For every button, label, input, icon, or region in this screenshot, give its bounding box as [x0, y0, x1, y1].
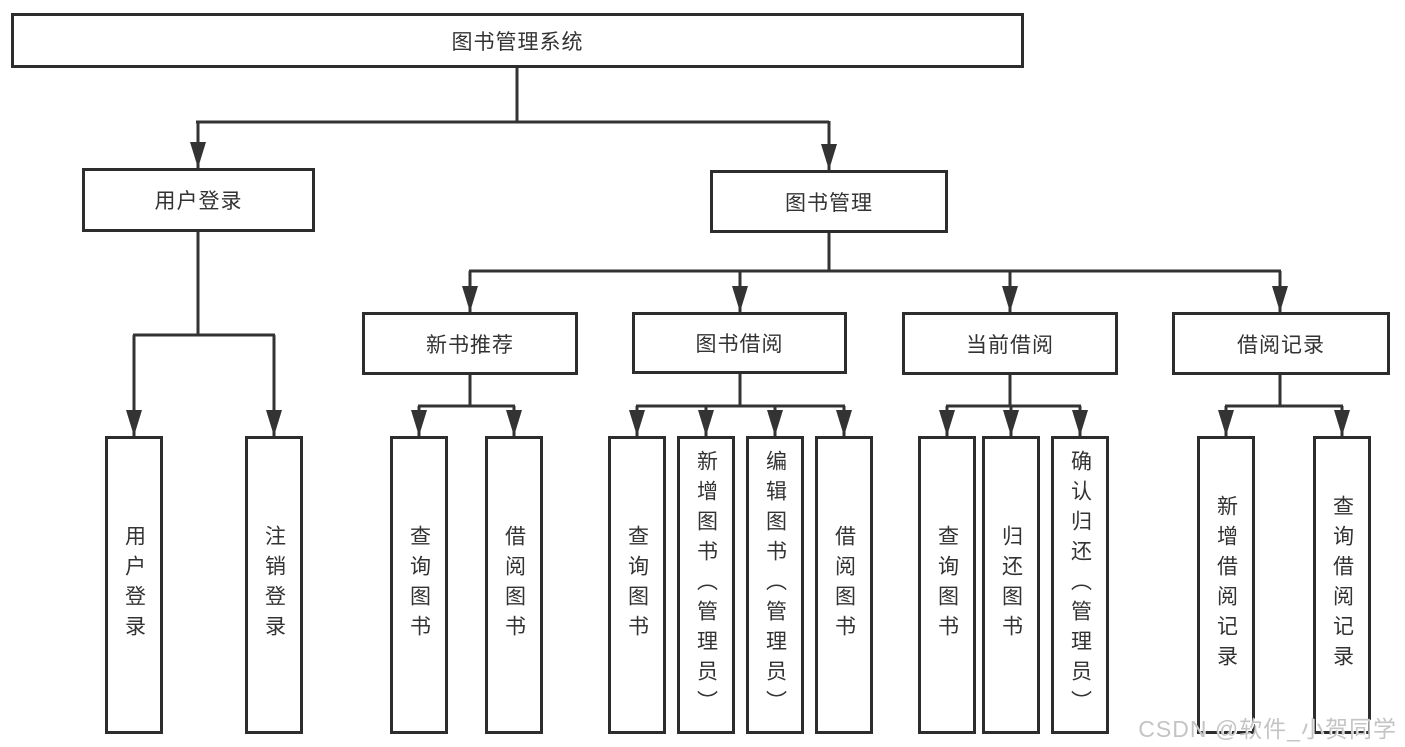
rail-book-management	[469, 233, 1281, 273]
node-user-login-label: 用户登录	[154, 190, 243, 213]
node-book-borrowing: 图书借阅	[632, 312, 847, 374]
leaf-bb-add-books-admin: 新增图书（管理员）	[677, 436, 735, 734]
leaf-logout: 注销登录	[245, 436, 303, 734]
node-book-management-label: 图书管理	[785, 191, 873, 215]
leaf-bb-borrow-books: 借阅图书	[815, 436, 873, 734]
leaf-bb-edit-books-admin-label: 编辑图书（管理员）	[763, 450, 787, 720]
node-new-book-recommend: 新书推荐	[362, 312, 578, 375]
leaf-nb-query-books-label: 查询图书	[407, 525, 431, 645]
leaf-cb-confirm-return-admin: 确认归还（管理员）	[1051, 436, 1109, 734]
rail-new-book-recommend	[418, 374, 515, 408]
node-current-borrowing: 当前借阅	[902, 312, 1118, 375]
leaf-cb-return-books-label: 归还图书	[999, 525, 1023, 645]
leaf-cb-query-books-label: 查询图书	[935, 525, 959, 645]
leaf-bb-add-books-admin-label: 新增图书（管理员）	[694, 450, 718, 720]
leaf-cb-query-books: 查询图书	[918, 436, 976, 734]
leaf-cb-confirm-return-admin-label: 确认归还（管理员）	[1068, 450, 1092, 720]
leaf-user-login: 用户登录	[105, 436, 163, 734]
leaf-bb-borrow-books-label: 借阅图书	[832, 525, 856, 645]
leaf-nb-borrow-books: 借阅图书	[485, 436, 543, 734]
node-borrow-records-label: 借阅记录	[1237, 333, 1325, 357]
leaf-br-add-record-label: 新增借阅记录	[1214, 495, 1238, 675]
node-new-book-recommend-label: 新书推荐	[426, 333, 514, 357]
leaf-cb-return-books: 归还图书	[982, 436, 1040, 734]
node-book-borrowing-label: 图书借阅	[695, 333, 784, 356]
rail-user-login	[133, 232, 275, 337]
leaf-br-query-record: 查询借阅记录	[1313, 436, 1371, 734]
node-current-borrowing-label: 当前借阅	[966, 333, 1054, 357]
leaf-br-query-record-label: 查询借阅记录	[1330, 495, 1354, 675]
rail-borrow-records	[1225, 374, 1343, 408]
rail-root	[196, 68, 829, 124]
leaf-logout-label: 注销登录	[262, 525, 286, 645]
node-root-label: 图书管理系统	[451, 30, 584, 54]
leaf-user-login-label: 用户登录	[122, 525, 146, 645]
leaf-bb-query-books: 查询图书	[608, 436, 666, 734]
leaf-nb-borrow-books-label: 借阅图书	[502, 525, 526, 645]
node-borrow-records: 借阅记录	[1172, 312, 1390, 375]
rail-book-borrowing	[636, 374, 845, 408]
leaf-br-add-record: 新增借阅记录	[1197, 436, 1255, 734]
node-user-login: 用户登录	[82, 168, 315, 232]
leaf-bb-query-books-label: 查询图书	[625, 525, 649, 645]
rail-current-borrowing	[946, 374, 1081, 408]
csdn-watermark: CSDN @软件_小贺同学	[1138, 716, 1397, 742]
leaf-bb-edit-books-admin: 编辑图书（管理员）	[746, 436, 804, 734]
node-root: 图书管理系统	[11, 13, 1024, 68]
node-book-management: 图书管理	[710, 170, 948, 233]
leaf-nb-query-books: 查询图书	[390, 436, 448, 734]
